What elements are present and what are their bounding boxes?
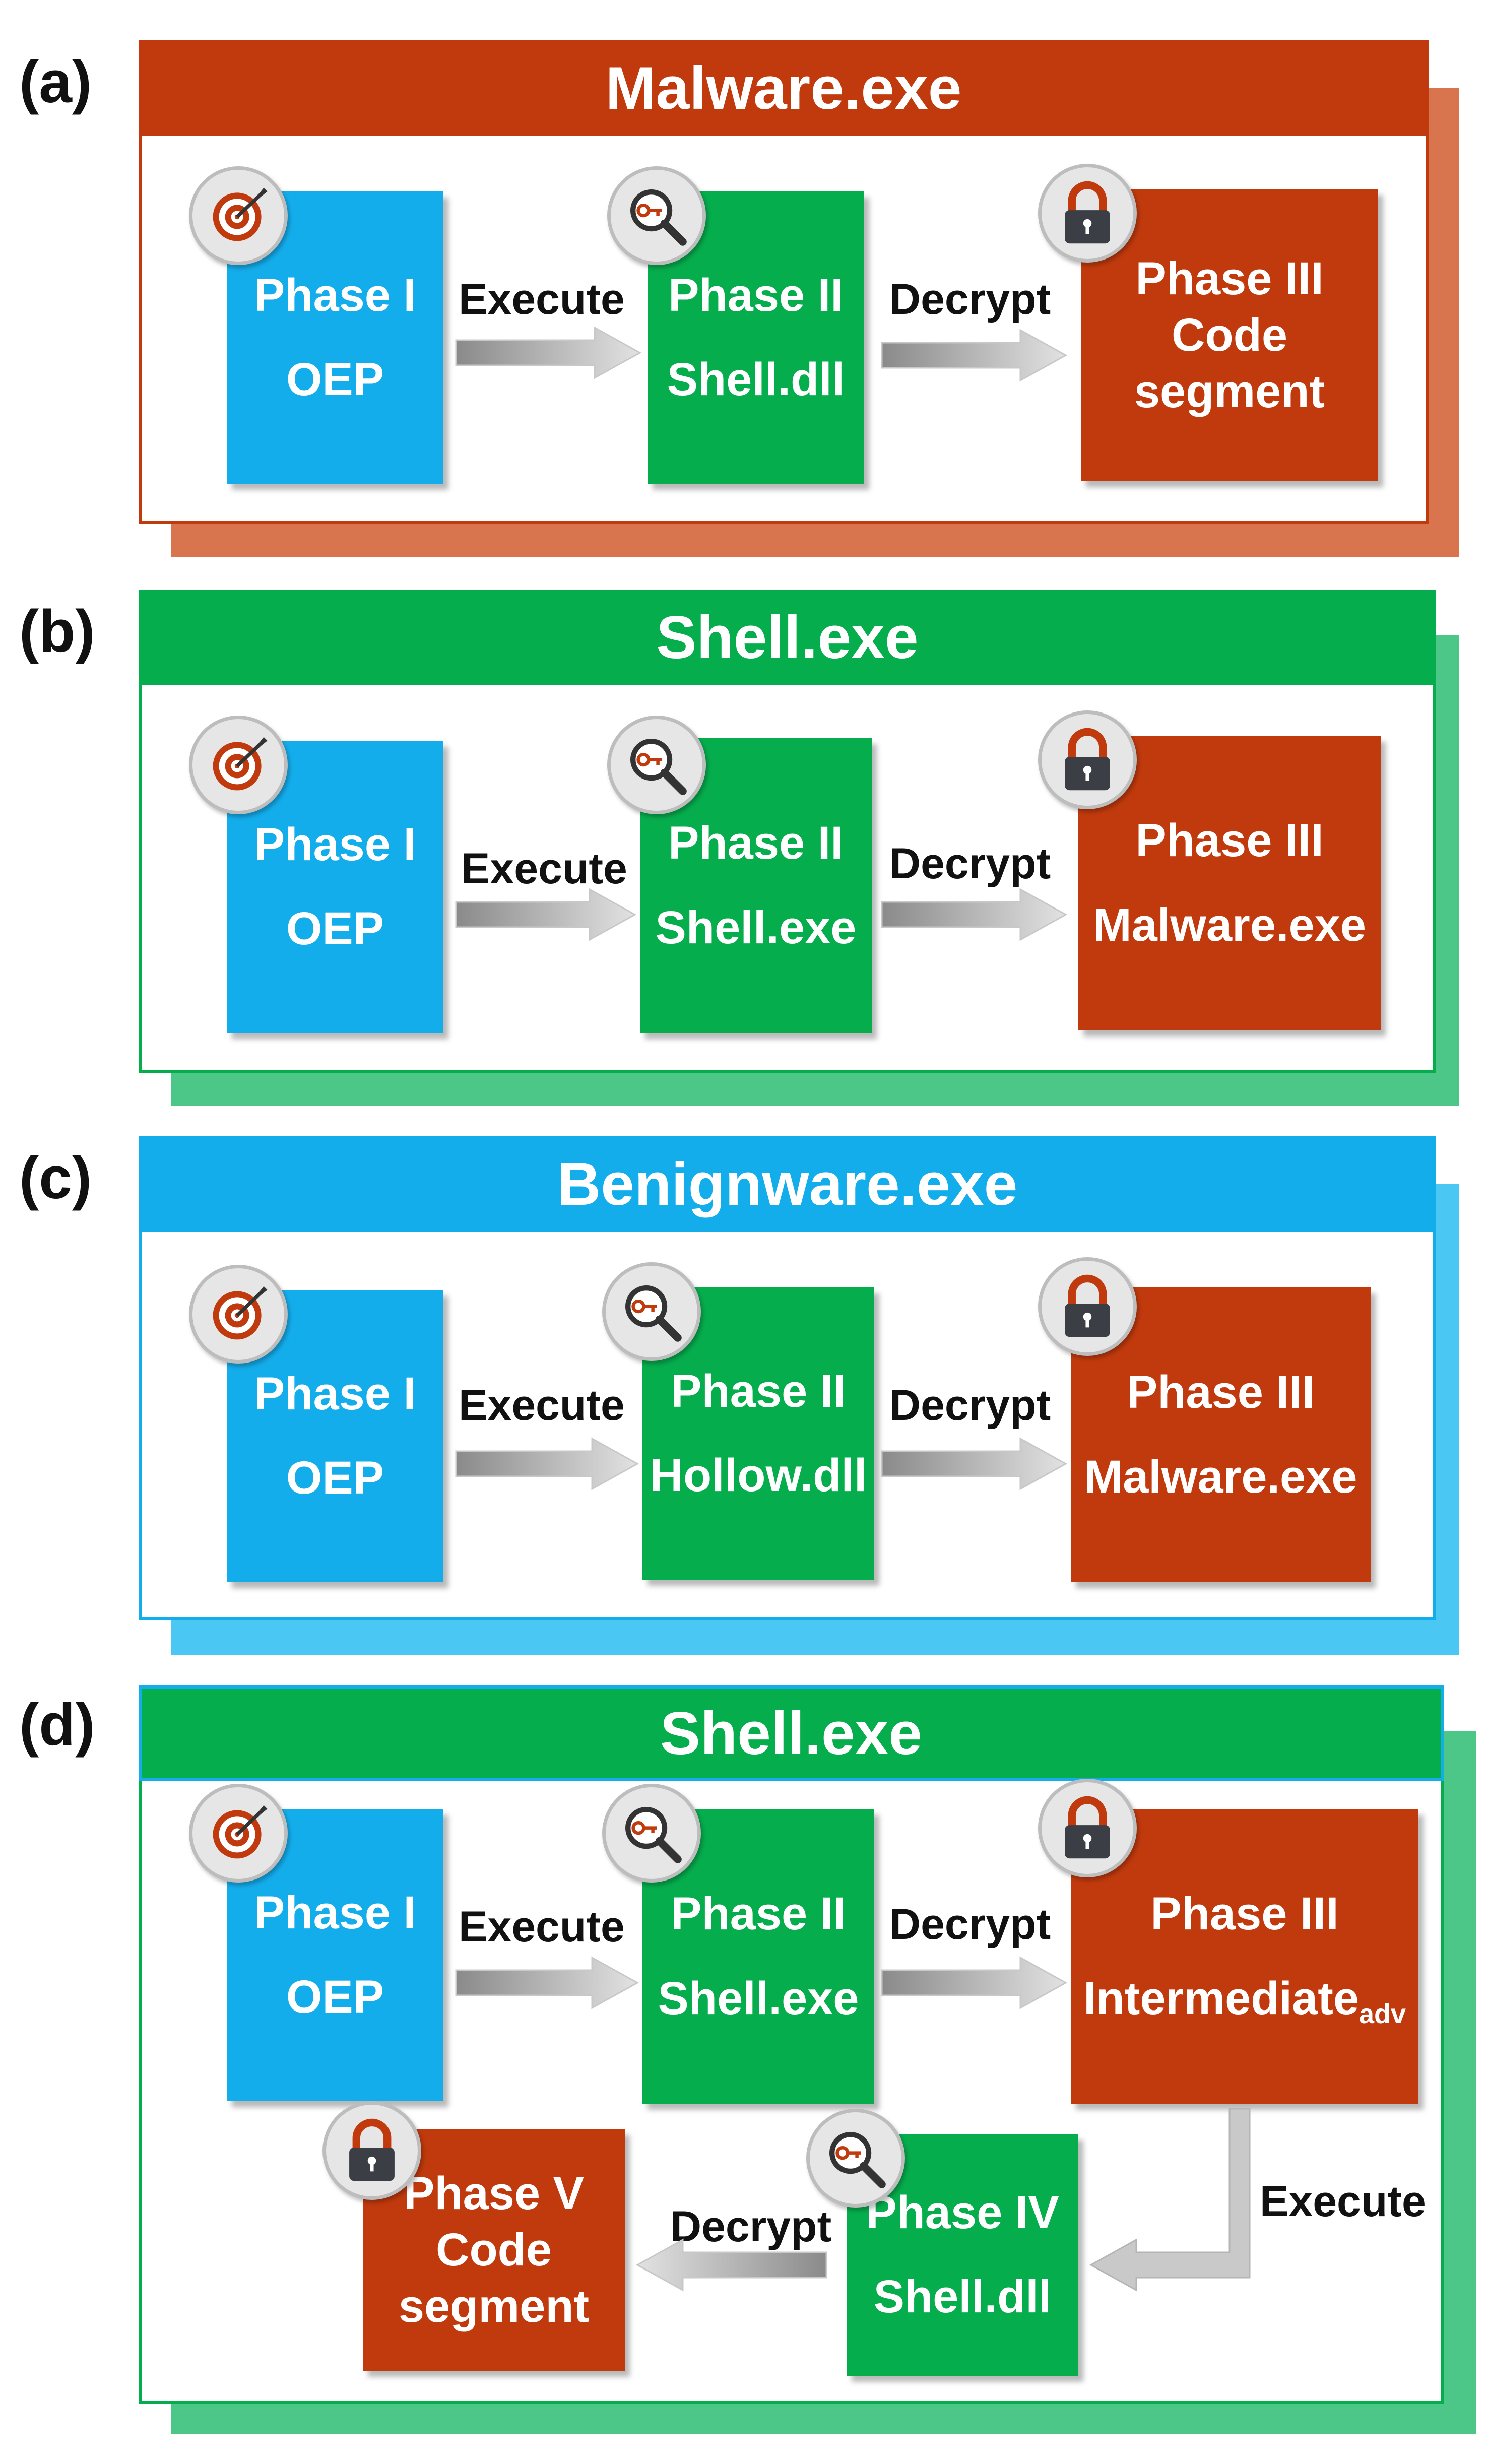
box-line: OEP — [286, 1452, 384, 1504]
panel-d-label: (d) — [19, 1692, 95, 1758]
box-line: Phase I — [253, 1887, 417, 1938]
box-line: Shell.dll — [667, 354, 845, 405]
box-line-main: Intermediate — [1083, 1972, 1359, 2024]
box-line: Phase I — [253, 818, 417, 870]
panel-c-label: (c) — [19, 1145, 92, 1211]
box-line: Code — [1172, 309, 1287, 361]
panel-d-title: Shell.exe — [139, 1685, 1444, 1781]
panel-b-arrow-label-1: Execute — [461, 845, 627, 893]
box-line: Shell.dll — [873, 2271, 1052, 2322]
box-line: Phase III — [1126, 1367, 1315, 1418]
panel-c-arrow-label-2: Decrypt — [889, 1381, 1051, 1430]
key-search-icon — [602, 1784, 701, 1883]
padlock-icon — [322, 2101, 421, 2200]
box-line: Phase II — [668, 269, 844, 321]
arrow-right — [881, 329, 1068, 382]
box-line: Phase III — [1150, 1888, 1339, 1940]
box-line: Phase II — [671, 1365, 846, 1417]
panel-d-phase-5-box: Phase V Code segment — [363, 2129, 625, 2371]
key-search-icon — [607, 716, 706, 814]
panel-a-label: (a) — [19, 49, 92, 115]
box-line: Phase II — [668, 817, 844, 869]
panel-c-arrow-label-1: Execute — [459, 1381, 625, 1430]
arrow-left — [635, 2238, 827, 2292]
padlock-icon — [1038, 710, 1137, 809]
panel-d-arrow-label-2: Decrypt — [889, 1900, 1051, 1949]
box-line: OEP — [286, 903, 384, 954]
panel-a-phase-3-box: Phase III Code segment — [1081, 189, 1378, 481]
arrow-right — [881, 1956, 1068, 2009]
panel-c-title: Benignware.exe — [139, 1136, 1436, 1232]
target-icon — [189, 166, 288, 265]
box-line: Intermediateadv — [1083, 1957, 1406, 2041]
panel-d-arrow-label-3: Execute — [1260, 2177, 1426, 2226]
panel-b-title: Shell.exe — [139, 590, 1436, 685]
box-line: Phase I — [253, 269, 417, 321]
panel-b-arrow-label-2: Decrypt — [889, 839, 1051, 888]
box-line: Malware.exe — [1092, 899, 1367, 951]
padlock-icon — [1038, 1257, 1137, 1356]
box-line: segment — [1134, 366, 1325, 418]
panel-b-label: (b) — [19, 598, 95, 665]
box-line: OEP — [286, 1971, 384, 2023]
box-line: Phase II — [671, 1888, 846, 1940]
arrow-right — [455, 1437, 639, 1490]
target-icon — [189, 1265, 288, 1364]
box-line: Phase IV — [866, 2186, 1059, 2238]
box-line: Shell.exe — [658, 1972, 859, 2024]
panel-a-arrow-label-2: Decrypt — [889, 275, 1051, 323]
panel-d-arrow-label-1: Execute — [459, 1903, 625, 1951]
box-line: Code — [436, 2224, 552, 2276]
key-search-icon — [602, 1262, 701, 1361]
panel-d-phase-3-box: Phase III Intermediateadv — [1071, 1809, 1418, 2104]
box-line-subscript: adv — [1359, 1998, 1406, 2029]
padlock-icon — [1038, 164, 1137, 263]
panel-a-title: Malware.exe — [139, 40, 1429, 136]
panel-d-arrow-label-4: Decrypt — [670, 2202, 832, 2251]
arrow-right — [881, 1437, 1068, 1490]
panel-c-phase-1-box: Phase I OEP — [227, 1290, 443, 1582]
box-line: Phase I — [253, 1368, 417, 1419]
arrow-right — [455, 888, 637, 941]
box-line: segment — [398, 2281, 590, 2332]
padlock-icon — [1038, 1779, 1137, 1877]
box-line: Malware.exe — [1084, 1451, 1357, 1503]
target-icon — [189, 1784, 288, 1883]
box-line: Hollow.dll — [650, 1450, 867, 1501]
box-line: OEP — [286, 354, 384, 405]
key-search-icon — [607, 166, 706, 265]
box-line: Shell.exe — [655, 901, 857, 953]
target-icon — [189, 716, 288, 814]
box-line: Phase V — [404, 2167, 584, 2219]
box-line: Phase III — [1135, 815, 1324, 867]
arrow-right — [455, 326, 642, 379]
arrow-right — [881, 888, 1068, 941]
panel-a-arrow-label-1: Execute — [459, 275, 625, 323]
key-search-icon — [806, 2109, 905, 2208]
box-line: Phase III — [1135, 252, 1324, 304]
arrow-right — [455, 1956, 639, 2009]
arrow-elbow — [1089, 2108, 1251, 2292]
